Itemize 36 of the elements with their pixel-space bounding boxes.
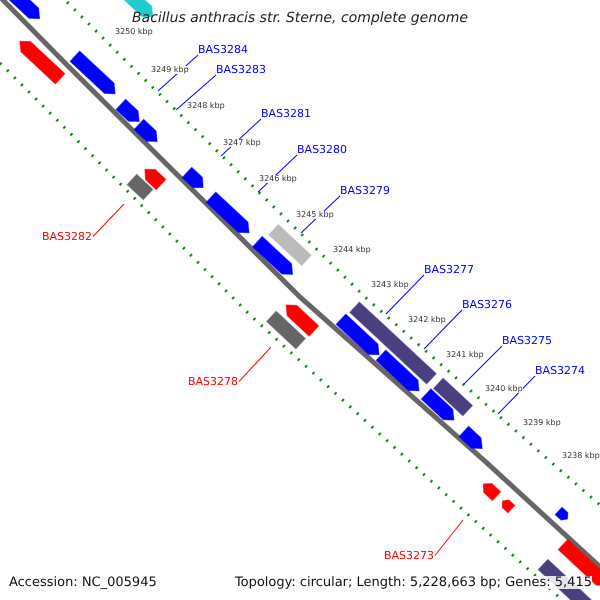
scale-label: 3248 kbp [187,102,225,110]
accession-text: Accession: NC_005945 [9,576,157,589]
scale-label: 3249 kbp [151,66,189,74]
leader-line [92,204,124,237]
title: Bacillus anthracis str. Sterne, complete genome [131,11,469,25]
scale-label: 3245 kbp [296,211,334,219]
leader-line [176,74,216,110]
gene-label: BAS3281 [261,108,312,119]
gene-label: BAS3274 [535,365,586,376]
scale-label: 3244 kbp [333,246,371,254]
scale-label: 3238 kbp [562,452,600,460]
leader-line [238,346,272,382]
gene-label: BAS3284 [198,44,248,55]
gene-label: BAS3276 [462,299,512,310]
gene-label: BAS3282 [42,231,92,242]
gene-label: BAS3278 [188,376,238,387]
genome-info-text: Topology: circular; Length: 5,228,663 bp; Genes: 5,415 [234,576,592,589]
scale-label: 3242 kbp [408,316,446,324]
leader-line [464,346,502,384]
leader-line [424,310,462,350]
gene-label: BAS3280 [297,144,348,155]
scale-label: 3250 kbp [115,28,153,36]
gene-label: BAS3273 [384,550,434,561]
gene-label: BAS3279 [340,185,390,196]
scale-label: 3243 kbp [371,281,409,289]
scale-label: 3246 kbp [259,175,297,183]
leader-line [434,520,464,556]
gene-label: BAS3275 [502,335,552,346]
gene-label: BAS3283 [216,64,266,75]
leader-line [498,376,536,414]
scale-label: 3241 kbp [446,351,484,359]
scale-label: 3247 kbp [223,139,261,147]
leader-line [386,274,424,314]
scale-label: 3240 kbp [485,385,523,393]
gene-label: BAS3277 [424,264,474,275]
scale-label: 3239 kbp [523,419,561,427]
